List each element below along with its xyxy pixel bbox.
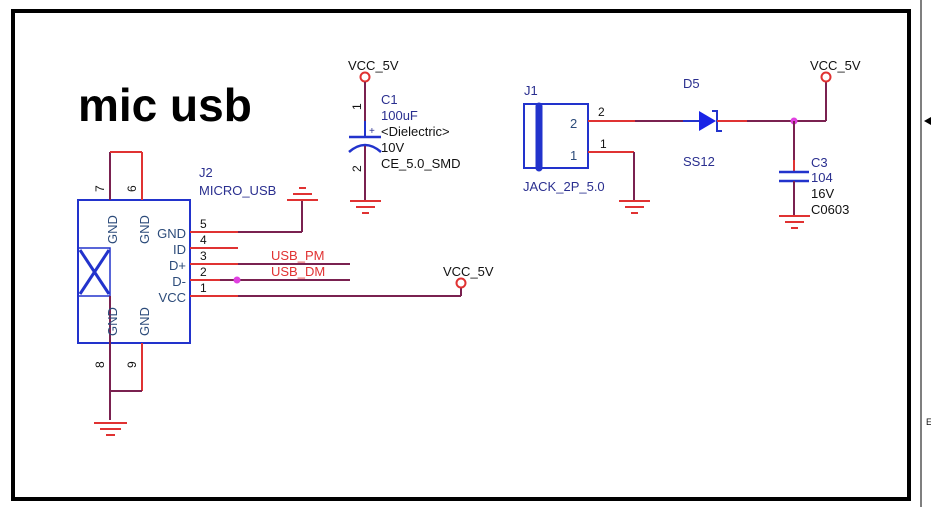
j1-body [523, 103, 589, 169]
ground-symbol-icon [779, 215, 810, 229]
j2-pin4-num: 4 [200, 233, 207, 247]
c1-footprint: CE_5.0_SMD [381, 156, 460, 171]
power-port-label[interactable]: VCC_5V [348, 58, 399, 73]
net-label-usb-dm[interactable]: USB_DM [271, 264, 325, 279]
c1-pin1-num: 1 [350, 103, 364, 110]
c1-polarity: + [369, 126, 375, 137]
c3-capacitor[interactable]: C3 104 16V C0603 [779, 121, 849, 229]
j2-pin9-num: 9 [125, 361, 139, 368]
net-label-usb-pm[interactable]: USB_PM [271, 248, 324, 263]
sheet-title: mic usb [78, 79, 252, 131]
j2-pin-wires [190, 200, 462, 297]
j2-micro-usb[interactable]: 7 6 GND GND 8 9 GND GND GND ID D+ D- VCC… [77, 151, 276, 436]
d5-diode[interactable]: D5 SS12 [683, 76, 747, 169]
c1-designator: C1 [381, 92, 398, 107]
j2-cross-b [78, 249, 111, 295]
d5-designator: D5 [683, 76, 700, 91]
c1-voltage: 10V [381, 140, 404, 155]
c1-plate-bottom [348, 143, 382, 153]
j2-pin3-name: D+ [169, 258, 186, 273]
j2-pin1-num: 1 [200, 281, 207, 295]
j1-pin2-num: 2 [598, 105, 605, 119]
sheet-border [11, 9, 911, 501]
d5-triangle [699, 111, 716, 131]
c3-footprint: C0603 [811, 202, 849, 217]
j1-pin1-inner: 1 [570, 148, 577, 163]
j2-pin6-num: 6 [125, 185, 139, 192]
j2-pin5-name: GND [157, 226, 186, 241]
j2-pin9-name: GND [137, 307, 152, 336]
power-port-icon [359, 71, 371, 83]
margin-arrow-icon [924, 117, 931, 125]
j2-pin1-name: VCC [159, 290, 186, 305]
j2-pin8-name: GND [105, 307, 120, 336]
power-port-icon [820, 71, 832, 83]
j2-pin7-num: 7 [93, 185, 107, 192]
j2-pin3-num: 3 [200, 249, 207, 263]
j2-part: MICRO_USB [199, 183, 276, 198]
j2-pin8-num: 8 [93, 361, 107, 368]
c1-dielectric: <Dielectric> [381, 124, 450, 139]
j2-pin2-num: 2 [200, 265, 207, 279]
ground-symbol-icon [287, 187, 318, 201]
power-port-label[interactable]: VCC_5V [443, 264, 494, 279]
ground-symbol-icon [619, 200, 650, 214]
margin-zone-label: E [926, 417, 931, 427]
j2-pin2-name: D- [172, 274, 186, 289]
c3-designator: C3 [811, 155, 828, 170]
power-port-icon [455, 277, 467, 289]
j2-pin5-num: 5 [200, 217, 207, 231]
j2-designator: J2 [199, 165, 213, 180]
j2-pin4-name: ID [173, 242, 186, 257]
j2-pin7-name: GND [105, 215, 120, 244]
c1-value: 100uF [381, 108, 418, 123]
j1-pin2-inner: 2 [570, 116, 577, 131]
d5-part: SS12 [683, 154, 715, 169]
j1-designator: J1 [524, 83, 538, 98]
j2-shield-block [77, 247, 111, 297]
j2-pin6-name: GND [137, 215, 152, 244]
c3-voltage: 16V [811, 186, 834, 201]
power-port-label[interactable]: VCC_5V [810, 58, 861, 73]
c1-capacitor[interactable]: VCC_5V + 1 2 C1 100uF <Dielectric> 10V C… [348, 58, 460, 214]
c3-value: 104 [811, 170, 833, 185]
junction-dot [233, 276, 241, 284]
c1-pin2-num: 2 [350, 165, 364, 172]
ground-symbol-icon [350, 200, 381, 214]
j1-part: JACK_2P_5.0 [523, 179, 605, 194]
j1-jack[interactable]: J1 2 1 2 1 JACK_2P_5.0 [523, 83, 650, 214]
j1-pin1-num: 1 [600, 137, 607, 151]
ground-symbol-icon [94, 422, 127, 436]
